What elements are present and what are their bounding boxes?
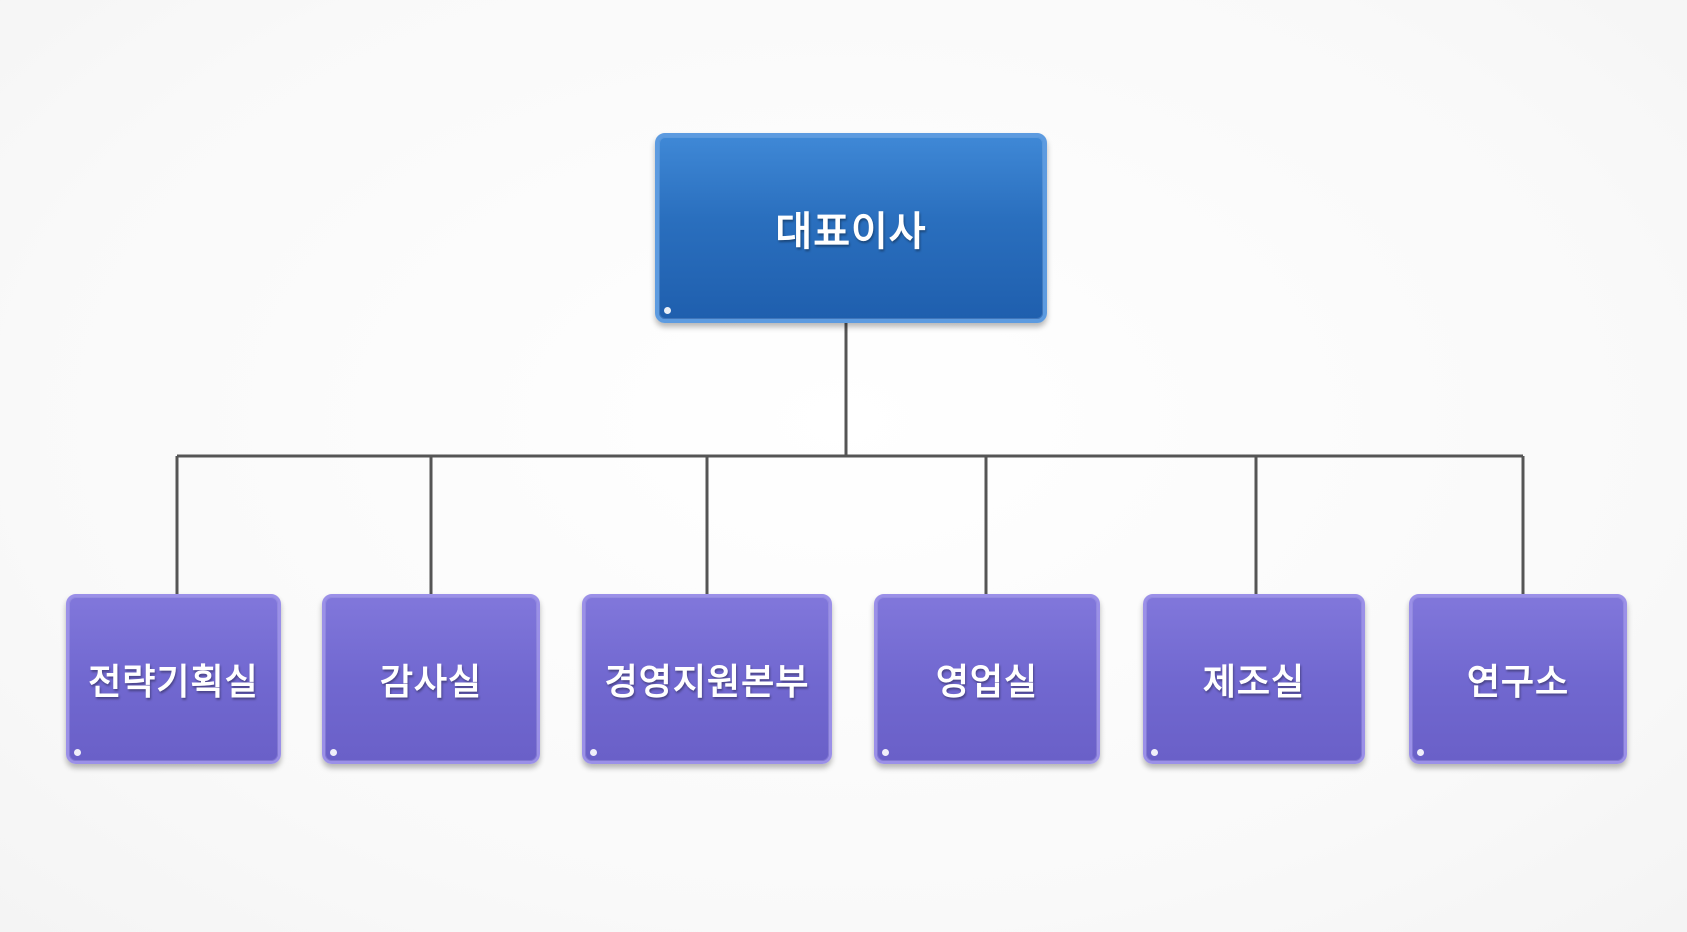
child-node-label: 전략기획실 (88, 662, 259, 703)
root-node-label: 대표이사 (775, 209, 927, 255)
child-node-management-support: 경영지원본부 (582, 594, 832, 764)
child-node-strategy-planning: 전략기획실 (66, 594, 281, 764)
child-node-label: 경영지원본부 (604, 662, 810, 703)
child-node-label: 감사실 (379, 662, 483, 703)
child-node-audit: 감사실 (322, 594, 540, 764)
child-node-label: 제조실 (1202, 662, 1306, 703)
child-node-label: 연구소 (1466, 662, 1570, 703)
child-node-sales: 영업실 (874, 594, 1100, 764)
child-node-label: 영업실 (935, 662, 1039, 703)
child-node-research-lab: 연구소 (1409, 594, 1627, 764)
root-node-ceo: 대표이사 (655, 133, 1047, 323)
child-node-manufacturing: 제조실 (1143, 594, 1365, 764)
